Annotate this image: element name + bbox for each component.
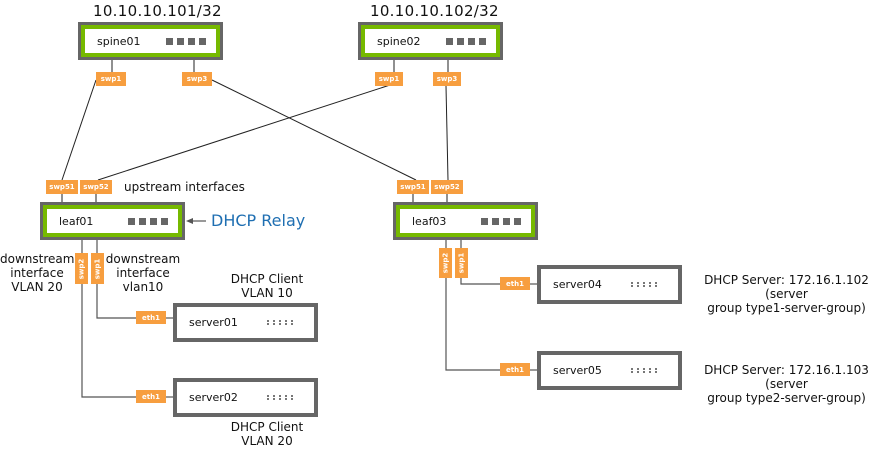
server5-label: DHCP Server: 172.16.1.103 (server group … (682, 363, 891, 405)
leaf03-port-swp51[interactable]: swp51 (397, 180, 429, 194)
server-ports-icon (267, 319, 294, 326)
leaf01-switch[interactable]: leaf01 (40, 202, 185, 240)
leaf03-port-swp1[interactable]: swp1 (455, 248, 468, 278)
leaf01-port-swp52[interactable]: swp52 (80, 180, 112, 194)
spine01-switch[interactable]: spine01 (78, 22, 223, 60)
leaf03-port-swp2[interactable]: swp2 (439, 248, 452, 278)
port-leds-icon (446, 37, 486, 45)
spine02-port-swp3[interactable]: swp3 (433, 72, 461, 86)
label-line: DHCP Client (230, 420, 304, 434)
server01-port-eth1[interactable]: eth1 (136, 311, 166, 324)
port-leds-icon (481, 217, 521, 225)
link-spine01swp3-leaf03swp51 (211, 79, 417, 181)
spine01-name: spine01 (97, 34, 141, 48)
label-line: DHCP Server: 172.16.1.102 (server (704, 273, 869, 301)
port-leds-icon (128, 217, 168, 225)
relay-arrow (186, 218, 206, 224)
leaf03-name: leaf03 (412, 214, 447, 228)
spine02-ip: 10.10.10.102/32 (370, 2, 499, 20)
server05-box[interactable]: server05 (537, 351, 682, 390)
link-spine01swp1-leaf01swp51 (61, 79, 97, 181)
link-leaf03swp2-server05 (445, 278, 500, 371)
leaf03-port-swp52[interactable]: swp52 (431, 180, 463, 194)
port-leds-icon (166, 37, 206, 45)
link-spine02swp1-leaf01swp52 (97, 84, 391, 181)
server01-box[interactable]: server01 (173, 303, 318, 342)
server04-name: server04 (553, 278, 602, 291)
leaf03-port-swp2-label: swp2 (441, 252, 450, 274)
server04-box[interactable]: server04 (537, 265, 682, 304)
client2-label: DHCP Client VLAN 20 (222, 420, 312, 448)
leaf03-switch[interactable]: leaf03 (393, 202, 538, 240)
client1-label: DHCP Client VLAN 10 (222, 272, 312, 300)
server02-port-eth1[interactable]: eth1 (136, 390, 166, 403)
server01-name: server01 (189, 316, 238, 329)
spine01-port-swp3[interactable]: swp3 (182, 72, 212, 86)
label-line: vlan10 (122, 280, 164, 294)
label-line: downstream (0, 252, 75, 266)
label-line: VLAN 20 (11, 280, 63, 294)
server02-name: server02 (189, 391, 238, 404)
link-leaf03swp1-server04 (460, 278, 500, 285)
dhcp-relay-label: DHCP Relay (211, 211, 306, 230)
server05-port-eth1[interactable]: eth1 (500, 363, 530, 376)
label-line: VLAN 20 (241, 434, 293, 448)
label-line: interface (10, 266, 64, 280)
leaf01-port-swp51[interactable]: swp51 (46, 180, 78, 194)
label-line: interface (116, 266, 170, 280)
label-line: group type1-server-group) (707, 301, 866, 315)
server05-name: server05 (553, 364, 602, 377)
leaf01-port-swp2-label: swp2 (77, 258, 86, 279)
server02-box[interactable]: server02 (173, 378, 318, 417)
label-line: DHCP Server: 172.16.1.103 (server (704, 363, 869, 391)
label-line: DHCP Client (230, 272, 304, 286)
label-line: downstream (105, 252, 181, 266)
downstream-right-label: downstream interface vlan10 (105, 252, 181, 294)
server4-label: DHCP Server: 172.16.1.102 (server group … (682, 273, 891, 315)
link-leaf01swp2-server02 (81, 284, 136, 398)
leaf01-name: leaf01 (59, 214, 94, 228)
spine02-name: spine02 (377, 34, 421, 48)
server-ports-icon (631, 281, 658, 288)
downstream-left-label: downstream interface VLAN 20 (0, 252, 74, 294)
leaf01-port-swp1[interactable]: swp1 (91, 253, 104, 284)
spine02-switch[interactable]: spine02 (358, 22, 503, 60)
spine02-port-swp1[interactable]: swp1 (375, 72, 403, 86)
server-ports-icon (631, 367, 658, 374)
leaf03-port-swp1-label: swp1 (457, 252, 466, 274)
leaf01-port-swp2[interactable]: swp2 (75, 253, 88, 284)
server04-port-eth1[interactable]: eth1 (500, 277, 530, 290)
link-spine02swp3-leaf03swp52 (445, 85, 449, 181)
spine01-ip: 10.10.10.101/32 (93, 2, 222, 20)
spine01-port-swp1[interactable]: swp1 (96, 72, 126, 86)
upstream-interfaces-label: upstream interfaces (124, 180, 245, 194)
leaf01-port-swp1-label: swp1 (93, 258, 102, 279)
link-leaf01swp1-server01 (96, 284, 136, 319)
server-ports-icon (267, 394, 294, 401)
label-line: VLAN 10 (241, 286, 293, 300)
label-line: group type2-server-group) (707, 391, 866, 405)
